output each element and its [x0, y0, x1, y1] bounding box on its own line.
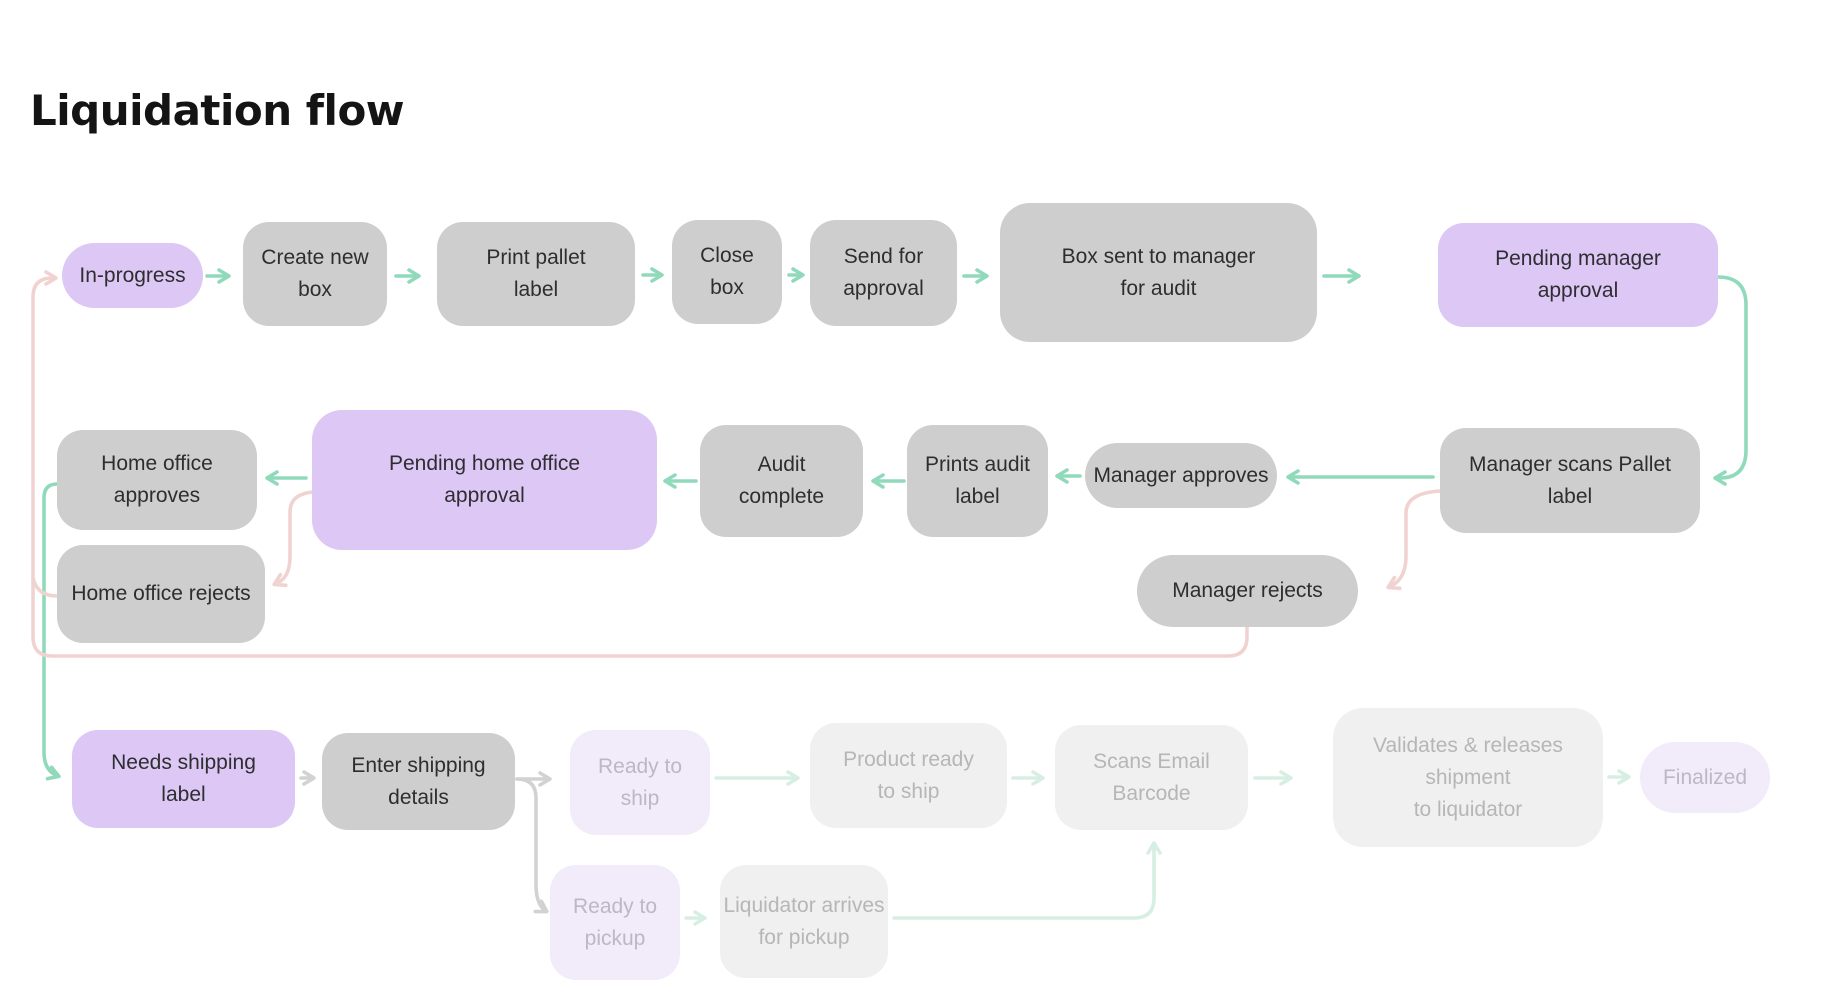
- node-label: Ready to ship: [597, 754, 683, 810]
- node-product-ready-to-ship[interactable]: Product ready to ship: [810, 723, 1007, 828]
- node-create-new-box[interactable]: Create new box: [243, 222, 387, 326]
- connector-entershipping-readytopickup: [515, 777, 549, 914]
- node-label: Pending home office approval: [388, 452, 581, 507]
- node-box-sent-to-manager-for-audit[interactable]: Box sent to manager for audit: [1000, 203, 1317, 342]
- node-label: Product ready to ship: [843, 747, 974, 803]
- node-label: Finalized: [1662, 765, 1748, 789]
- node-label: Liquidator arrives for pickup: [723, 893, 885, 949]
- node-pending-home-office-approval[interactable]: Pending home office approval: [312, 410, 657, 550]
- node-label: In-progress: [79, 263, 186, 287]
- node-label: Scans Email Barcode: [1093, 749, 1210, 805]
- node-label: Audit complete: [738, 453, 825, 508]
- node-print-pallet-label[interactable]: Print pallet label: [437, 222, 635, 326]
- node-ready-to-pickup[interactable]: Ready to pickup: [550, 865, 680, 980]
- node-home-office-rejects[interactable]: Home office rejects: [57, 545, 265, 643]
- node-label: Enter shipping details: [351, 753, 486, 809]
- node-ready-to-ship[interactable]: Ready to ship: [570, 730, 710, 835]
- node-pending-manager-approval[interactable]: Pending manager approval: [1438, 223, 1718, 327]
- node-manager-approves[interactable]: Manager approves: [1085, 443, 1277, 508]
- connector-homeapproves-needsshipping: [42, 482, 61, 781]
- node-label: Validates & releases shipment to liquida…: [1373, 733, 1563, 821]
- connector-pendinghome-homerejects: [272, 490, 315, 588]
- node-label: Home office rejects: [71, 582, 251, 605]
- node-validates-releases-shipment[interactable]: Validates & releases shipment to liquida…: [1333, 708, 1603, 847]
- node-label: Box sent to manager for audit: [1061, 244, 1256, 300]
- node-prints-audit-label[interactable]: Prints audit label: [907, 425, 1048, 537]
- node-label: Print pallet label: [486, 246, 586, 301]
- node-label: Close box: [700, 244, 754, 299]
- node-scans-email-barcode[interactable]: Scans Email Barcode: [1055, 725, 1248, 830]
- node-liquidator-arrives-for-pickup[interactable]: Liquidator arrives for pickup: [720, 865, 888, 978]
- connector-liquidator-scansemail: [892, 841, 1162, 920]
- node-close-box[interactable]: Close box: [672, 220, 782, 324]
- node-audit-complete[interactable]: Audit complete: [700, 425, 863, 537]
- node-label: Pending manager approval: [1495, 247, 1661, 302]
- node-needs-shipping-label[interactable]: Needs shipping label: [72, 730, 295, 828]
- node-home-office-approves[interactable]: Home office approves: [57, 430, 257, 530]
- node-label: Create new box: [261, 246, 369, 301]
- connector-managerscans-managerrejects: [1386, 489, 1442, 591]
- node-in-progress[interactable]: In-progress: [62, 243, 203, 308]
- node-label: Manager scans Pallet label: [1469, 452, 1671, 508]
- node-manager-scans-pallet-label[interactable]: Manager scans Pallet label: [1440, 428, 1700, 533]
- node-label: Needs shipping label: [111, 751, 256, 806]
- connector-managerrejects-inprogress: [31, 270, 1249, 658]
- connector-pendingmanager-managerscans: [1713, 275, 1748, 486]
- node-enter-shipping-details[interactable]: Enter shipping details: [322, 733, 515, 830]
- page-title: Liquidation flow: [30, 86, 405, 135]
- node-label: Send for approval: [843, 245, 924, 300]
- node-label: Prints audit label: [924, 453, 1031, 508]
- node-label: Ready to pickup: [572, 894, 658, 950]
- node-label: Manager approves: [1093, 463, 1269, 487]
- node-label: Manager rejects: [1172, 579, 1323, 602]
- node-finalized[interactable]: Finalized: [1640, 742, 1770, 813]
- node-manager-rejects[interactable]: Manager rejects: [1137, 555, 1358, 627]
- node-label: Home office approves: [101, 452, 213, 507]
- node-send-for-approval[interactable]: Send for approval: [810, 220, 957, 326]
